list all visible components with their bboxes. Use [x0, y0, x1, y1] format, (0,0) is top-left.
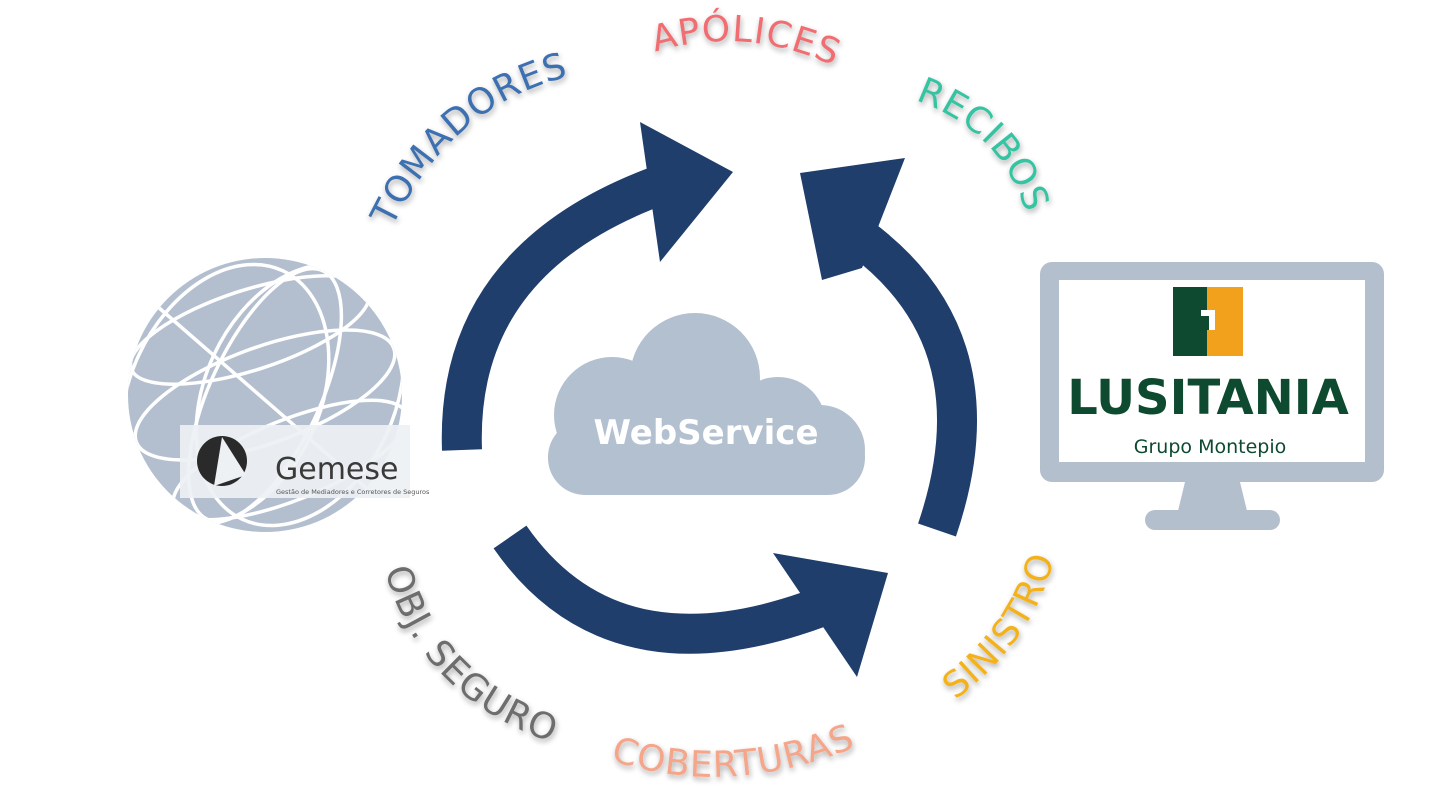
- lusitania-mark-icon: [1173, 287, 1243, 356]
- arrow-lusitania-to-top-icon: [800, 158, 978, 537]
- entity-label-apolices: APÓLICES: [647, 8, 847, 75]
- gemese-tagline: Gestão de Mediadores e Corretores de Seg…: [276, 488, 430, 496]
- gemese-name: Gemese: [275, 452, 398, 487]
- gemese-globe-icon: [128, 258, 410, 532]
- arrow-bottom-to-lusitania-icon: [493, 525, 888, 677]
- lusitania-subtitle: Grupo Montepio: [1134, 436, 1286, 458]
- entity-label-tomadores: TOMADORES: [363, 45, 572, 232]
- entity-label-coberturas: COBERTURAS: [607, 717, 860, 786]
- webservice-cloud-icon: [548, 313, 865, 495]
- entity-label-recibos: RECIBOS: [912, 70, 1057, 217]
- lusitania-logo: LUSITANIA Grupo Montepio: [1067, 287, 1349, 458]
- arrow-gemese-to-top-icon: [441, 122, 733, 451]
- webservice-label: WebService: [593, 413, 818, 453]
- cycle-arrows: [441, 122, 978, 677]
- gemese-logo: Gemese Gestão de Mediadores e Corretores…: [197, 436, 430, 496]
- lusitania-name: LUSITANIA: [1067, 370, 1349, 426]
